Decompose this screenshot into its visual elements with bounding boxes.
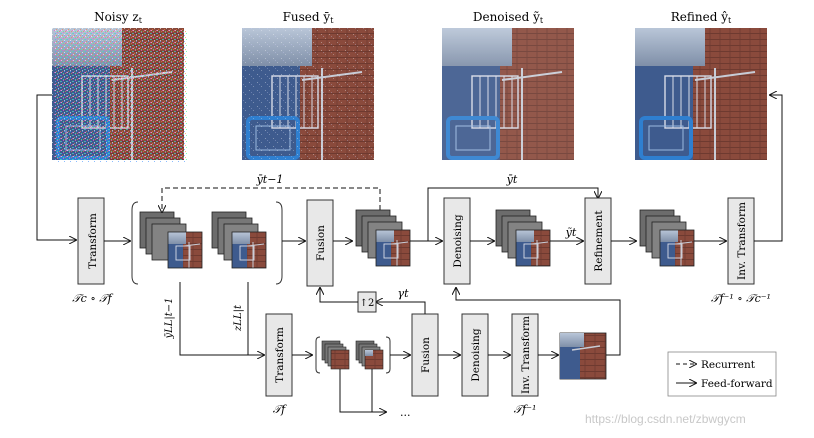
fusion-block bbox=[306, 199, 334, 287]
y-tilde-t-label: ỹt bbox=[565, 226, 577, 239]
arrow-output bbox=[754, 95, 783, 242]
gamma-t-label: γt bbox=[398, 287, 410, 300]
watermark: https://blog.csdn.net/zbwgycm bbox=[585, 412, 746, 426]
z-ll-t-label: zLL|t bbox=[233, 304, 244, 332]
label-refined: Refined ŷt bbox=[671, 10, 732, 25]
arrow-recursion-prev bbox=[339, 369, 386, 412]
recurrent-loop bbox=[162, 187, 381, 212]
label-denoised: Denoised ỹt bbox=[473, 10, 544, 25]
legend: Recurrent Feed-forward bbox=[667, 351, 777, 397]
denoising-block-label: Denoising bbox=[452, 214, 464, 268]
legend-recurrent-label: Recurrent bbox=[701, 359, 756, 371]
tc-tf-label: 𝒯c ∘ 𝒯f bbox=[72, 292, 113, 305]
transform-block bbox=[77, 197, 105, 285]
upsample-block-label: ↑2 bbox=[360, 298, 375, 309]
bracket-left bbox=[131, 201, 139, 285]
image-refined bbox=[633, 26, 769, 162]
image-fused bbox=[240, 26, 376, 162]
inv-transform-low-block-label: Inv. Transform bbox=[520, 316, 532, 394]
refinement-block-label: Refinement bbox=[593, 210, 605, 272]
y-bar-t-label: ȳt bbox=[506, 173, 518, 186]
fusion-block-label: Fusion bbox=[315, 225, 327, 261]
arrow-y-ll-prev bbox=[179, 282, 264, 355]
arrow-input bbox=[36, 94, 76, 240]
stack-low-prev bbox=[321, 340, 350, 370]
stack-low-current bbox=[355, 340, 384, 370]
label-fused: Fused ȳt bbox=[283, 10, 335, 25]
ellipsis-label: ... bbox=[400, 406, 411, 419]
transform-low-block-label: Transform bbox=[274, 327, 286, 383]
inv-transform-block bbox=[727, 197, 755, 285]
skip-to-refinement bbox=[427, 187, 598, 241]
tf-label: 𝒯f bbox=[273, 403, 287, 416]
refinement-block bbox=[584, 197, 612, 285]
arrow-low-to-denoising bbox=[456, 288, 621, 356]
stack-denoised bbox=[495, 209, 551, 267]
image-denoised bbox=[440, 26, 576, 162]
stack-refined bbox=[639, 209, 695, 267]
arrow-upsample-to-fusion bbox=[320, 288, 358, 303]
tf-inv-label: 𝒯f⁻¹ bbox=[514, 403, 537, 416]
bracket-right bbox=[275, 201, 283, 285]
transform-block-label: Transform bbox=[87, 213, 99, 269]
stack-prev bbox=[139, 211, 203, 269]
label-noisy: Noisy zt bbox=[94, 10, 143, 25]
inv-transform-block-label: Inv. Transform bbox=[736, 202, 748, 280]
denoising-low-block-label: Denoising bbox=[470, 328, 482, 382]
bracket-low-right bbox=[385, 336, 391, 374]
stack-fused bbox=[355, 209, 411, 267]
low-res-output-image bbox=[559, 332, 607, 380]
y-ll-prev-label: ȳLL|t−1 bbox=[164, 297, 175, 339]
fusion-low-block-label: Fusion bbox=[420, 337, 432, 373]
bracket-low-left bbox=[315, 336, 321, 374]
inv-transform-low-block bbox=[511, 313, 539, 397]
stack-current bbox=[211, 211, 267, 269]
arrow-gamma bbox=[376, 302, 426, 314]
y-prev-label: ȳt−1 bbox=[256, 173, 284, 186]
image-noisy bbox=[50, 26, 187, 162]
legend-feedforward-label: Feed-forward bbox=[701, 378, 773, 390]
tf-inv-tc-inv-label: 𝒯f⁻¹ ∘ 𝒯c⁻¹ bbox=[711, 292, 771, 305]
